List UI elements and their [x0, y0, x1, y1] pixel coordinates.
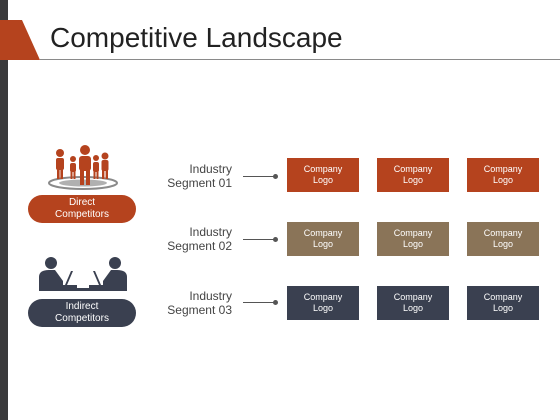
segment-03-company-logo-1: Company Logo	[287, 286, 359, 320]
segment-01-label-line1: Industry	[189, 162, 232, 176]
segment-03-company-logo-3: Company Logo	[467, 286, 539, 320]
segment-02-label-line2: Segment 02	[167, 239, 232, 253]
segment-01-company-logo-3: Company Logo	[467, 158, 539, 192]
logo-text-line1: Company	[483, 228, 523, 238]
segment-02-label: Industry Segment 02	[150, 225, 232, 253]
header-accent-tab	[0, 20, 40, 60]
indirect-label-line2: Competitors	[55, 313, 109, 324]
logo-text-line1: Company	[483, 164, 523, 174]
left-rail	[0, 0, 8, 420]
segment-03-label-line1: Industry	[189, 289, 232, 303]
header-divider	[40, 59, 560, 60]
segment-01-company-logo-1: Company Logo	[287, 158, 359, 192]
direct-label-line1: Direct	[68, 197, 96, 208]
logo-text-line2: Logo	[312, 239, 334, 249]
segment-03-company-logo-2: Company Logo	[377, 286, 449, 320]
segment-03-connector-dot	[273, 299, 278, 305]
page-title: Competitive Landscape	[50, 22, 343, 53]
indirect-competitors-label: Indirect Competitors	[28, 299, 136, 327]
segment-03-connector	[243, 302, 277, 303]
segment-02-label-line1: Industry	[189, 225, 232, 239]
segment-03-label: Industry Segment 03	[150, 289, 232, 317]
direct-competitors-label: Direct Competitors	[28, 195, 136, 223]
logo-text-line1: Company	[303, 292, 343, 302]
segment-02-connector	[243, 239, 277, 240]
logo-text-line2: Logo	[492, 175, 514, 185]
segment-01-connector-dot	[273, 173, 278, 179]
segment-01-company-logo-2: Company Logo	[377, 158, 449, 192]
people-laptops-icon	[39, 257, 127, 291]
logo-text-line1: Company	[303, 164, 343, 174]
indirect-label-line1: Indirect	[65, 301, 99, 312]
logo-text-line1: Company	[393, 164, 433, 174]
logo-text-line2: Logo	[312, 303, 334, 313]
logo-text-line1: Company	[303, 228, 343, 238]
logo-text-line2: Logo	[312, 175, 334, 185]
logo-text-line1: Company	[393, 228, 433, 238]
segment-02-company-logo-2: Company Logo	[377, 222, 449, 256]
logo-text-line1: Company	[393, 292, 433, 302]
segment-02-company-logo-3: Company Logo	[467, 222, 539, 256]
logo-text-line2: Logo	[492, 239, 514, 249]
segment-01-connector	[243, 176, 277, 177]
segment-02-company-logo-1: Company Logo	[287, 222, 359, 256]
logo-text-line2: Logo	[402, 239, 424, 249]
indirect-competitors-group: Indirect Competitors	[28, 255, 138, 327]
direct-label-line2: Competitors	[55, 209, 109, 220]
logo-text-line2: Logo	[492, 303, 514, 313]
people-group-icon	[48, 145, 118, 190]
segment-01-label-line2: Segment 01	[167, 176, 232, 190]
segment-01-label: Industry Segment 01	[150, 162, 232, 190]
logo-text-line2: Logo	[402, 303, 424, 313]
segment-03-label-line2: Segment 03	[167, 303, 232, 317]
logo-text-line1: Company	[483, 292, 523, 302]
direct-competitors-group: Direct Competitors	[28, 145, 138, 223]
logo-text-line2: Logo	[402, 175, 424, 185]
segment-02-connector-dot	[273, 236, 278, 242]
